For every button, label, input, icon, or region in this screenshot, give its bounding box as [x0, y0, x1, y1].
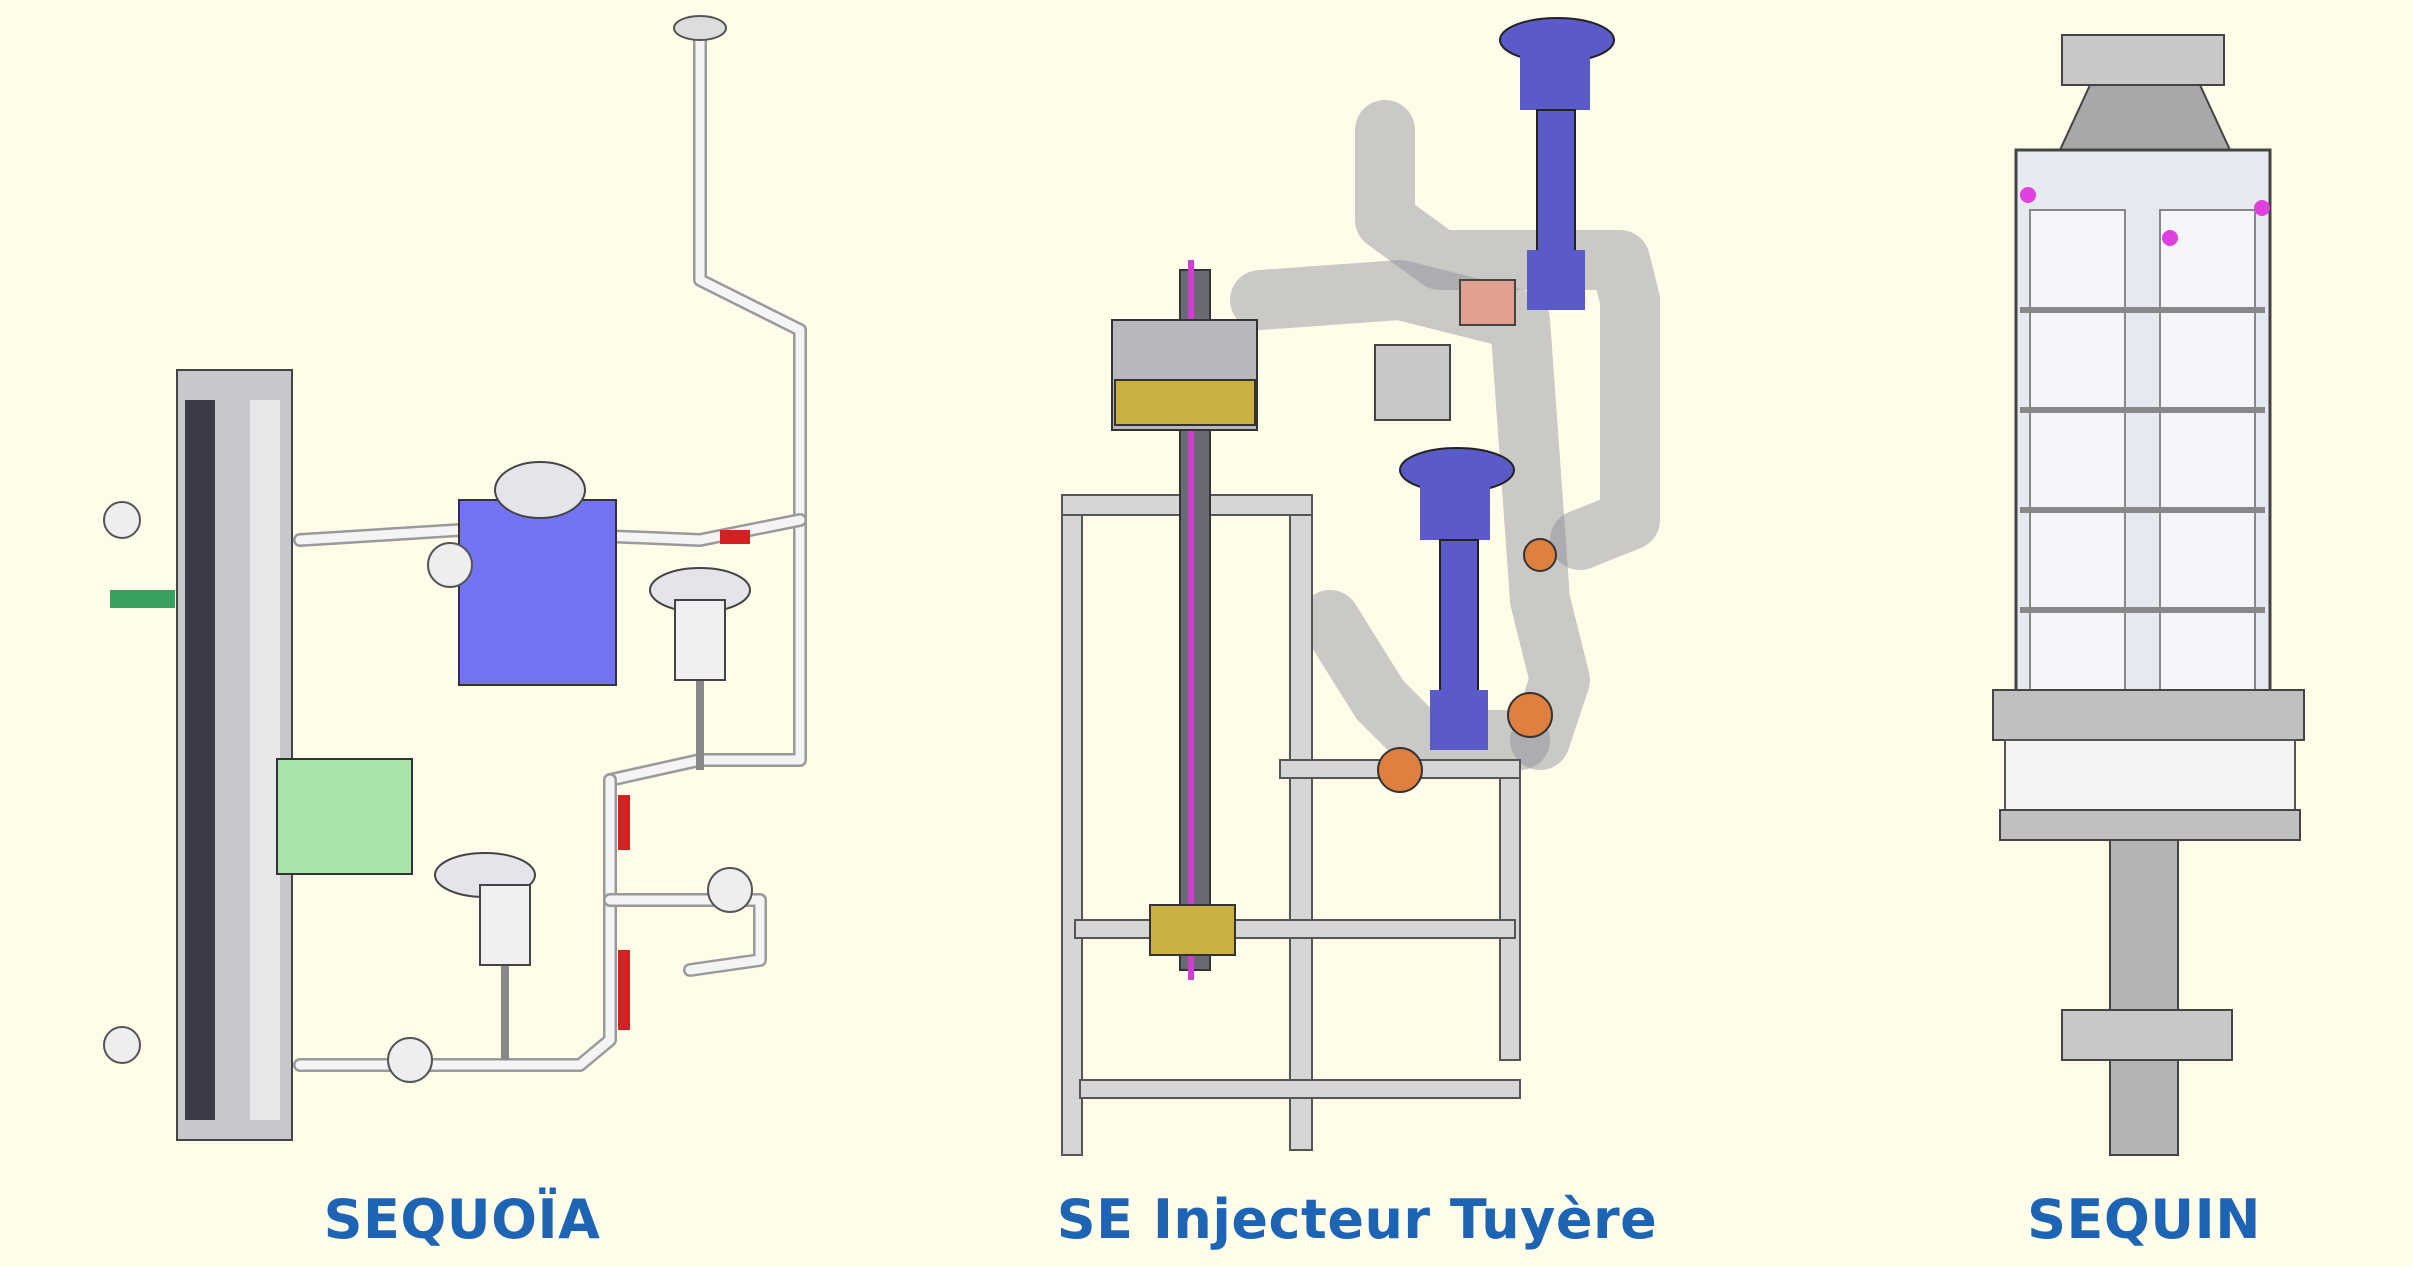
valve-handles — [618, 530, 750, 1030]
label-sequoia: SEQUOÏA — [323, 1188, 601, 1251]
purple-cylinders — [1399, 17, 1615, 750]
sequin-drawing — [1992, 34, 2305, 1156]
green-component — [276, 758, 413, 875]
sequoia-drawing — [103, 15, 807, 1141]
label-sequin: SEQUIN — [2027, 1188, 2261, 1251]
se-injecteur-tuyere-drawing — [1061, 17, 1660, 1156]
label-se-injecteur-tuyere: SE Injecteur Tuyère — [1056, 1188, 1658, 1251]
blue-component — [458, 499, 617, 686]
